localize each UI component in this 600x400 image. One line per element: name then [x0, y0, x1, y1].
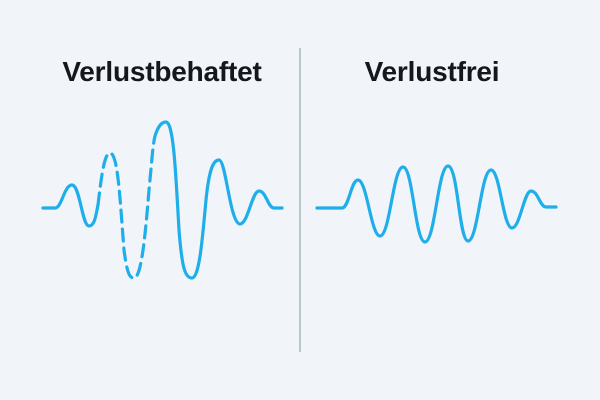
lossy-waveform-end [154, 120, 284, 280]
lossy-waveform-start [41, 183, 100, 228]
lossy-title: Verlustbehaftet [62, 56, 262, 87]
lossy-waveform-gap-dashed [96, 131, 158, 280]
lossless-waveform [315, 164, 558, 244]
lossless-title: Verlustfrei [364, 56, 500, 87]
panel-divider [299, 48, 301, 352]
